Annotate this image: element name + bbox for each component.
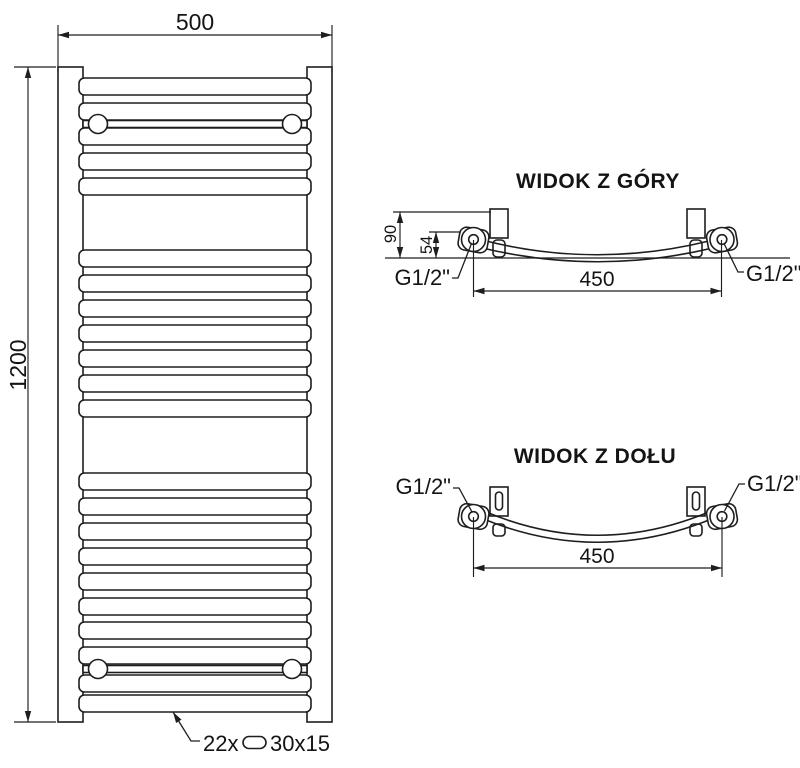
left-collector-tube bbox=[57, 66, 84, 723]
oval-profile-icon bbox=[242, 735, 267, 750]
radiator-rung bbox=[78, 299, 312, 318]
rung-annotation: 22x 30x15 bbox=[172, 711, 330, 756]
radiator-rung bbox=[78, 572, 312, 591]
wall-mount-brackets bbox=[82, 113, 308, 680]
left-connection-callout: G1/2" bbox=[394, 243, 473, 290]
curved-rung-front-edge bbox=[485, 240, 710, 256]
curved-rung-back-edge bbox=[484, 510, 711, 537]
depth-dimension-90: 90 bbox=[382, 211, 491, 258]
top-view: WIDOK Z GÓRY 90 54 bbox=[382, 169, 800, 297]
right-bracket-foot bbox=[689, 523, 703, 537]
radiator-rung bbox=[78, 127, 312, 146]
bottom-view-title: WIDOK Z DOŁU bbox=[514, 445, 676, 468]
leader-line bbox=[453, 487, 473, 513]
radiator-rung bbox=[78, 646, 312, 665]
mounting-bar bbox=[82, 119, 308, 129]
left-bracket-slot bbox=[494, 491, 504, 511]
axis-depth-dimension-label: 54 bbox=[418, 236, 436, 254]
leader-line bbox=[172, 711, 200, 742]
rung-count-label: 22x bbox=[203, 731, 238, 756]
mounting-bracket-knob bbox=[281, 658, 303, 680]
mounting-bracket-knob bbox=[87, 113, 109, 135]
top-view-title: WIDOK Z GÓRY bbox=[516, 169, 680, 193]
left-bracket bbox=[489, 208, 509, 239]
radiator-rung bbox=[78, 177, 312, 196]
radiator-rung bbox=[78, 152, 312, 171]
radiator-rung bbox=[78, 374, 312, 393]
radiator-rung bbox=[78, 349, 312, 368]
radiator-rung bbox=[78, 324, 312, 343]
radiator-rung bbox=[78, 399, 312, 418]
leader-line bbox=[452, 243, 473, 279]
right-connection-label: G1/2" bbox=[747, 471, 800, 496]
right-collector-tube bbox=[306, 66, 333, 723]
front-view: 500 1200 22x 30x15 bbox=[5, 9, 333, 756]
left-connection-callout: G1/2" bbox=[395, 474, 473, 513]
right-bracket bbox=[686, 208, 706, 239]
radiator-rung bbox=[78, 77, 312, 96]
radiator-rung bbox=[78, 597, 312, 616]
radiator-rungs bbox=[78, 77, 312, 713]
connection-spacing-dimension: 450 bbox=[472, 517, 723, 577]
mounting-bracket-knob bbox=[281, 113, 303, 135]
width-dimension-label: 500 bbox=[176, 9, 214, 35]
right-connection-label: G1/2" bbox=[746, 261, 800, 286]
radiator-rung bbox=[78, 472, 312, 491]
mounting-bracket-knob bbox=[87, 658, 109, 680]
depth-dimension-label: 90 bbox=[382, 225, 400, 243]
right-connection-callout: G1/2" bbox=[723, 471, 800, 512]
width-dimension: 500 bbox=[57, 9, 333, 73]
radiator-rung bbox=[78, 274, 312, 293]
spacing-dimension-label: 450 bbox=[579, 268, 614, 291]
leader-line bbox=[723, 483, 745, 512]
left-bracket bbox=[489, 486, 509, 517]
height-dimension: 1200 bbox=[5, 66, 56, 723]
radiator-rung bbox=[78, 674, 312, 693]
radiator-rung bbox=[78, 522, 312, 541]
radiator-rung bbox=[78, 694, 312, 713]
spacing-dimension-label: 450 bbox=[579, 545, 614, 568]
left-connection-label: G1/2" bbox=[394, 265, 450, 290]
rung-profile-label: 30x15 bbox=[270, 731, 330, 756]
radiator-rung bbox=[78, 102, 312, 121]
height-dimension-label: 1200 bbox=[5, 339, 31, 390]
radiator-rung bbox=[78, 621, 312, 640]
right-connection-callout: G1/2" bbox=[723, 243, 800, 286]
axis-depth-dimension-54: 54 bbox=[418, 231, 461, 258]
right-bracket bbox=[686, 486, 706, 517]
mounting-bar bbox=[82, 664, 308, 674]
connection-spacing-dimension: 450 bbox=[472, 240, 723, 297]
leader-line bbox=[723, 243, 744, 273]
right-bracket-slot bbox=[691, 491, 701, 511]
radiator-rung bbox=[78, 249, 312, 268]
radiator-rung bbox=[78, 497, 312, 516]
curved-rung-back-edge bbox=[484, 247, 711, 263]
radiator-rung bbox=[78, 547, 312, 566]
curved-rung-front-edge bbox=[483, 518, 712, 544]
left-connection-label: G1/2" bbox=[395, 474, 451, 499]
bottom-view: WIDOK Z DOŁU 450 G1/2" bbox=[395, 445, 800, 577]
left-bracket-foot bbox=[492, 523, 506, 537]
